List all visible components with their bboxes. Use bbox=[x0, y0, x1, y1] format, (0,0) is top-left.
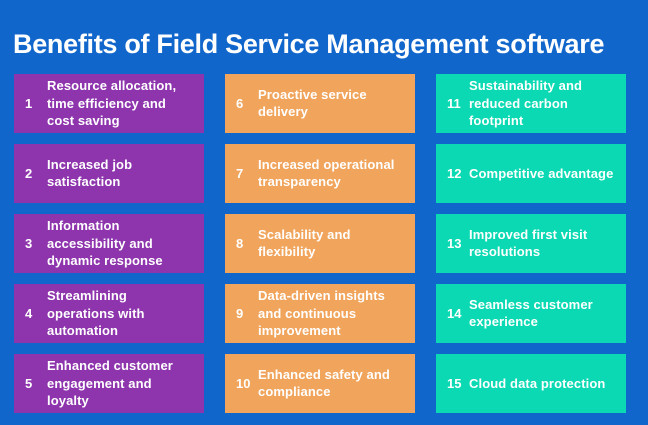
benefit-number: 9 bbox=[236, 305, 244, 321]
benefit-card-7: 7 Increased operational transparency bbox=[225, 143, 415, 203]
benefit-number: 12 bbox=[447, 165, 462, 181]
benefit-card-12: 12 Competitive advantage bbox=[436, 143, 626, 203]
benefit-label: Increased job satisfaction bbox=[47, 156, 133, 190]
benefit-label: Resource allocation, time efficiency and… bbox=[47, 78, 177, 128]
benefit-number: 14 bbox=[447, 305, 462, 321]
benefit-number: 8 bbox=[236, 235, 244, 251]
benefit-number: 13 bbox=[447, 235, 462, 251]
benefit-label: Proactive service delivery bbox=[258, 86, 367, 120]
benefit-label: Increased operational transparency bbox=[258, 156, 395, 190]
benefit-label: Competitive advantage bbox=[469, 165, 614, 181]
benefit-number: 10 bbox=[236, 375, 251, 391]
benefit-card-9: 9 Data-driven insights and continuous im… bbox=[225, 283, 415, 343]
benefit-label: Data-driven insights and continuous impr… bbox=[258, 288, 385, 338]
benefit-card-3: 3 Information accessibility and dynamic … bbox=[14, 213, 204, 273]
benefit-card-15: 15 Cloud data protection bbox=[436, 353, 626, 413]
benefit-card-1: 1 Resource allocation, time efficiency a… bbox=[14, 73, 204, 133]
benefit-number: 11 bbox=[447, 95, 461, 111]
benefit-number: 2 bbox=[25, 165, 33, 181]
benefit-number: 3 bbox=[25, 235, 33, 251]
page-title: Benefits of Field Service Management sof… bbox=[13, 29, 605, 59]
benefit-label: Sustainability and reduced carbon footpr… bbox=[469, 78, 583, 128]
benefit-number: 7 bbox=[236, 165, 244, 181]
benefit-card-2: 2 Increased job satisfaction bbox=[14, 143, 204, 203]
benefit-label: Enhanced safety and compliance bbox=[258, 366, 390, 400]
benefit-card-4: 4 Streamlining operations with automatio… bbox=[14, 283, 204, 343]
benefit-label: Streamlining operations with automation bbox=[47, 288, 145, 338]
benefit-label: Scalability and flexibility bbox=[258, 226, 351, 260]
benefit-card-6: 6 Proactive service delivery bbox=[225, 73, 415, 133]
benefit-number: 6 bbox=[236, 95, 244, 111]
benefit-number: 4 bbox=[25, 305, 33, 321]
benefit-label: Seamless customer experience bbox=[469, 296, 593, 330]
benefits-grid: 1 Resource allocation, time efficiency a… bbox=[0, 73, 648, 413]
benefit-card-13: 13 Improved first visit resolutions bbox=[436, 213, 626, 273]
benefit-number: 1 bbox=[25, 95, 33, 111]
benefit-card-11: 11 Sustainability and reduced carbon foo… bbox=[436, 73, 626, 133]
benefit-label: Enhanced customer engagement and loyalty bbox=[47, 358, 173, 408]
benefit-label: Improved first visit resolutions bbox=[469, 226, 588, 260]
benefit-card-5: 5 Enhanced customer engagement and loyal… bbox=[14, 353, 204, 413]
benefit-card-8: 8 Scalability and flexibility bbox=[225, 213, 415, 273]
benefit-number: 15 bbox=[447, 375, 462, 391]
benefit-label: Cloud data protection bbox=[469, 375, 606, 391]
benefit-label: Information accessibility and dynamic re… bbox=[47, 218, 163, 268]
benefit-card-10: 10 Enhanced safety and compliance bbox=[225, 353, 415, 413]
benefit-number: 5 bbox=[25, 375, 33, 391]
benefit-card-14: 14 Seamless customer experience bbox=[436, 283, 626, 343]
